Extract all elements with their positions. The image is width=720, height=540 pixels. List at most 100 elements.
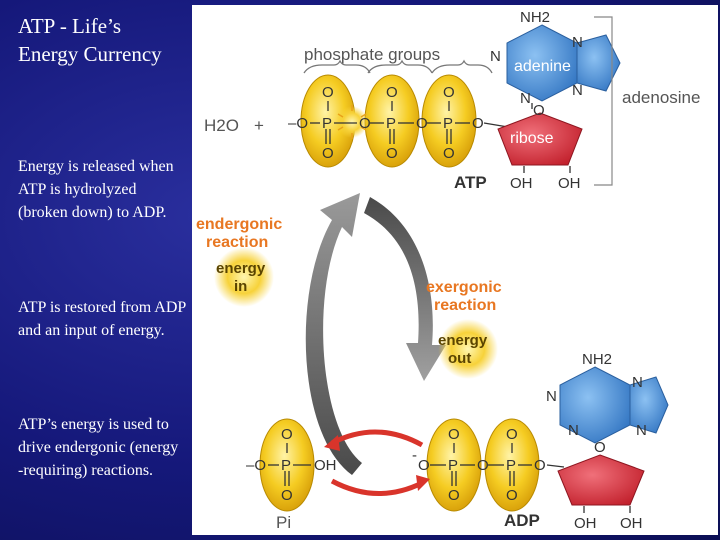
adp-ribose-bonds	[583, 506, 631, 513]
text-panel: ATP - Life’s Energy Currency Energy is r…	[0, 0, 190, 540]
svg-text:O: O	[472, 115, 484, 132]
svg-text:NH2: NH2	[520, 9, 550, 26]
pi-atoms: –O P OH O O	[246, 426, 337, 504]
svg-text:N: N	[546, 388, 557, 405]
adp-bonds	[430, 443, 565, 486]
exergonic-label-1: exergonic	[426, 279, 502, 296]
svg-text:OH: OH	[558, 175, 581, 192]
atp-ribose-atoms: O OH OH	[510, 102, 581, 192]
energy-burst	[336, 106, 368, 138]
atp-cycle-diagram: phosphate groups H2O + –O P O O O P O O …	[196, 9, 700, 532]
adenosine-label: adenosine	[622, 88, 700, 107]
svg-text:O: O	[418, 457, 430, 474]
phosphate-brace-2	[367, 59, 433, 74]
svg-text:N: N	[636, 422, 647, 439]
adp-adenine-atoms: NH2 N N N N	[546, 351, 647, 439]
exergonic-arrow	[364, 197, 446, 381]
atp-bonds	[310, 101, 509, 144]
transfer-arrow-bottom-head	[416, 475, 430, 491]
pi-phosphate-oval	[259, 418, 315, 512]
plus-sign: +	[254, 116, 264, 135]
paragraph-drive: ATP’s energy is used to drive endergonic…	[18, 416, 179, 479]
svg-text:O: O	[534, 457, 546, 474]
atp-adenine-atoms: NH2 N N N N	[490, 9, 583, 107]
atp-cycle-figure: phosphate groups H2O + –O P O O O P O O …	[192, 5, 718, 535]
svg-text:N: N	[568, 422, 579, 439]
energy-burst-rays	[337, 105, 367, 139]
endergonic-label-2: reaction	[206, 234, 268, 251]
adp-label: ADP	[504, 511, 540, 530]
adp-phosphate-oval-1	[426, 418, 482, 512]
phosphate-oval-3	[421, 74, 477, 168]
svg-text:O: O	[477, 457, 489, 474]
ribose-label: ribose	[510, 130, 554, 147]
svg-text:P: P	[281, 457, 291, 474]
svg-text:OH: OH	[620, 515, 643, 532]
transfer-arrow-top-head	[324, 435, 340, 451]
adp-ribose-atoms: O OH OH	[574, 439, 643, 532]
exergonic-label-2: reaction	[434, 297, 496, 314]
energy-in-glow	[214, 247, 274, 307]
atp-adenine-ring-5	[576, 34, 621, 92]
energy-out-glow	[438, 319, 498, 379]
atp-phosphate-atoms: –O P O O O P O O O P O O O	[288, 84, 484, 162]
svg-text:O: O	[533, 102, 545, 119]
svg-text:O: O	[506, 487, 518, 504]
svg-text:N: N	[632, 374, 643, 391]
svg-text:-: -	[412, 447, 417, 464]
svg-text:O: O	[386, 145, 398, 162]
svg-text:NH2: NH2	[582, 351, 612, 368]
svg-text:–O: –O	[288, 115, 308, 132]
svg-text:O: O	[448, 426, 460, 443]
atp-label: ATP	[454, 173, 487, 192]
slide-title: ATP - Life’s Energy Currency	[18, 14, 162, 66]
svg-text:P: P	[506, 457, 516, 474]
phosphate-groups-label: phosphate groups	[304, 45, 440, 64]
adp-adenine-ring-5	[629, 376, 669, 434]
endergonic-arrow	[305, 193, 362, 475]
svg-text:P: P	[443, 115, 453, 132]
svg-text:P: P	[448, 457, 458, 474]
energy-in-label-2: in	[234, 278, 247, 295]
svg-text:–O: –O	[246, 457, 266, 474]
svg-text:O: O	[322, 145, 334, 162]
svg-text:O: O	[322, 84, 334, 101]
svg-text:OH: OH	[510, 175, 533, 192]
svg-text:N: N	[572, 34, 583, 51]
svg-text:O: O	[594, 439, 606, 456]
svg-text:P: P	[322, 115, 332, 132]
svg-text:OH: OH	[314, 457, 337, 474]
svg-text:O: O	[386, 84, 398, 101]
phosphate-brace-3	[431, 59, 493, 74]
transfer-arrow-bottom	[330, 478, 424, 496]
pi-bonds	[268, 443, 311, 486]
svg-text:O: O	[443, 84, 455, 101]
atp-ribose-ring	[497, 112, 583, 166]
svg-text:O: O	[443, 145, 455, 162]
adenosine-bracket	[594, 16, 613, 186]
svg-text:OH: OH	[574, 515, 597, 532]
svg-text:N: N	[520, 90, 531, 107]
svg-text:P: P	[386, 115, 396, 132]
adp-ribose-ring	[557, 454, 645, 506]
atp-ribose-bonds	[523, 103, 571, 173]
energy-out-label-2: out	[448, 350, 471, 367]
svg-text:O: O	[281, 426, 293, 443]
adp-phosphate-oval-2	[484, 418, 540, 512]
adenine-label: adenine	[514, 58, 571, 75]
svg-text:N: N	[572, 82, 583, 99]
energy-in-label-1: energy	[216, 260, 266, 277]
energy-out-label-1: energy	[438, 332, 488, 349]
phosphate-brace-1	[303, 59, 371, 74]
pi-label: Pi	[276, 513, 291, 532]
transfer-arrow-top	[330, 429, 424, 448]
paragraph-hydrolysis: Energy is released when ATP is hydrolyze…	[18, 158, 174, 221]
endergonic-label-1: endergonic	[196, 216, 282, 233]
water-label: H2O	[204, 116, 239, 135]
adp-phosphate-atoms: - O P O O O P O O O	[412, 426, 546, 504]
svg-text:O: O	[448, 487, 460, 504]
svg-text:N: N	[490, 48, 501, 65]
svg-text:O: O	[506, 426, 518, 443]
svg-text:O: O	[416, 115, 428, 132]
paragraph-restore: ATP is restored from ADP and an input of…	[18, 299, 186, 339]
